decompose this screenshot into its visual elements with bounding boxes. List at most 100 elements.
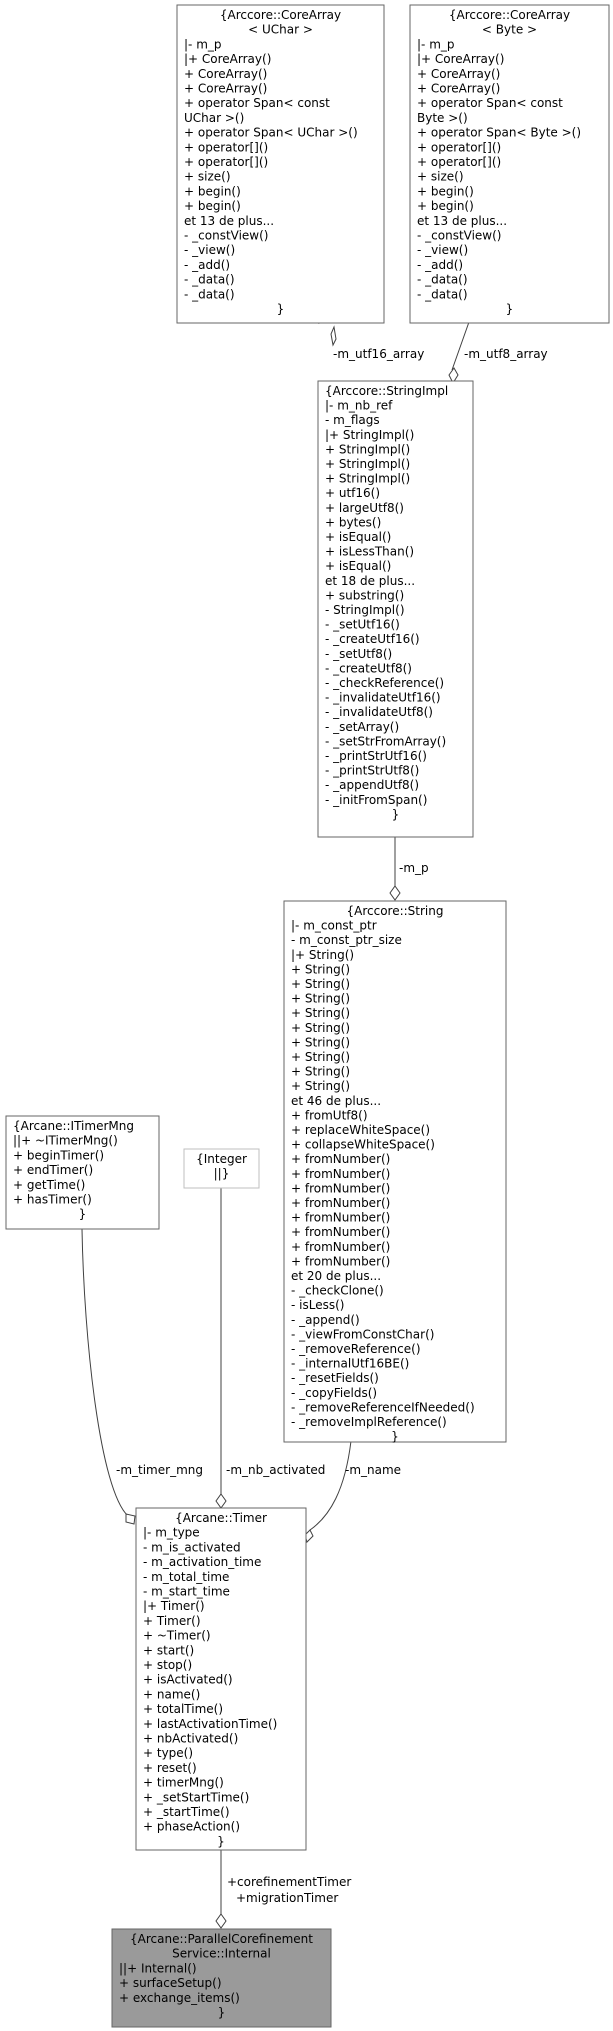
node-line: + operator Span< UChar >() <box>184 126 358 140</box>
node-line: + fromNumber() <box>291 1225 390 1239</box>
node-parallel-corefinement-internal[interactable] <box>111 1928 332 2028</box>
node-core-array-byte[interactable] <box>409 4 610 324</box>
node-line: |- m_p <box>417 37 455 51</box>
node-line: ||} <box>214 1167 230 1181</box>
node-parallel-corefinement-internal-text: {Arcane::ParallelCorefinementService::In… <box>119 1932 313 2020</box>
node-line: + operator Span< Byte >() <box>417 126 581 140</box>
node-line: - _setUtf8() <box>325 647 392 661</box>
node-line: + endTimer() <box>13 1163 93 1177</box>
node-line: - m_flags <box>325 413 380 427</box>
node-line: + String() <box>291 1006 350 1020</box>
node-line: } <box>392 807 400 821</box>
node-line: - _constView() <box>417 229 502 243</box>
node-line: + utf16() <box>325 486 380 500</box>
node-line: - _createUtf8() <box>325 661 412 675</box>
node-line: - m_activation_time <box>143 1555 261 1569</box>
node-line: - _appendUtf8() <box>325 778 419 792</box>
edge-label-utf16-array: -m_utf16_array <box>333 347 424 361</box>
node-line: {Arccore::CoreArray <box>449 8 570 22</box>
node-line: + String() <box>291 1065 350 1079</box>
node-line: + begin() <box>184 199 241 213</box>
node-string[interactable] <box>283 900 507 1443</box>
node-integer[interactable] <box>183 1148 260 1189</box>
aggregation-diamond-timer-mng <box>125 1513 136 1525</box>
aggregation-diamond-name <box>304 1529 314 1543</box>
node-line: + String() <box>291 962 350 976</box>
node-line: + phaseAction() <box>143 1820 240 1834</box>
node-line: |+ Timer() <box>143 1599 205 1613</box>
node-line: - _checkReference() <box>325 676 444 690</box>
edge-utf8-array: -m_utf8_array <box>448 321 548 385</box>
node-itimer-mng-text: {Arcane::ITimerMng||+ ~ITimerMng()+ begi… <box>13 1119 134 1221</box>
node-line: + StringImpl() <box>325 442 410 456</box>
node-line: Service::Internal <box>172 1947 271 1961</box>
node-itimer-mng[interactable] <box>5 1115 160 1230</box>
edge-timer-mng-line <box>81 1228 129 1517</box>
node-line: - StringImpl() <box>325 603 405 617</box>
node-line: - _removeReferenceIfNeeded() <box>291 1400 475 1414</box>
node-line: } <box>217 1834 225 1848</box>
node-line: + String() <box>291 1035 350 1049</box>
node-line: + start() <box>143 1643 194 1657</box>
node-line: - m_is_activated <box>143 1540 241 1554</box>
node-line: et 13 de plus... <box>417 214 507 228</box>
node-line: + collapseWhiteSpace() <box>291 1138 435 1152</box>
node-line: |+ CoreArray() <box>417 52 504 66</box>
node-line: + beginTimer() <box>13 1148 104 1162</box>
node-line: + CoreArray() <box>184 67 267 81</box>
edge-m-p: -m_p <box>389 837 429 901</box>
node-string-impl-text: {Arccore::StringImpl|- m_nb_ref- m_flags… <box>325 384 448 821</box>
node-line: - _add() <box>184 258 230 272</box>
edge-label-timer-mng: -m_timer_mng <box>116 1463 203 1477</box>
node-line: - _view() <box>417 243 468 257</box>
node-line: + operator[]() <box>417 155 501 169</box>
node-line: < UChar > <box>248 23 313 37</box>
edge-timers: +corefinementTimer +migrationTimer <box>215 1850 351 1929</box>
node-line: + _startTime() <box>143 1805 230 1819</box>
node-line: + _setStartTime() <box>143 1790 249 1804</box>
node-line: - _invalidateUtf8() <box>325 705 433 719</box>
edge-label-nb-activated: -m_nb_activated <box>226 1463 325 1477</box>
node-line: } <box>79 1207 87 1221</box>
node-timer-text: {Arcane::Timer|- m_type- m_is_activated-… <box>143 1511 277 1848</box>
node-line: {Arcane::ITimerMng <box>13 1119 134 1133</box>
node-line: + stop() <box>143 1658 192 1672</box>
node-line: - m_start_time <box>143 1585 230 1599</box>
aggregation-diamond-timers <box>215 1913 227 1929</box>
node-line: - _data() <box>417 273 468 287</box>
node-line: et 13 de plus... <box>184 214 274 228</box>
node-line: < Byte > <box>482 23 537 37</box>
node-line: {Arccore::String <box>346 904 443 918</box>
node-line: + String() <box>291 977 350 991</box>
node-string-impl[interactable] <box>317 380 474 838</box>
node-timer[interactable] <box>135 1507 307 1851</box>
node-line: + hasTimer() <box>13 1193 92 1207</box>
node-line: + operator Span< const <box>417 96 563 110</box>
node-line: + operator[]() <box>184 140 268 154</box>
node-line: + Timer() <box>143 1614 201 1628</box>
node-line: - _add() <box>417 258 463 272</box>
node-line: ||+ ~ITimerMng() <box>13 1134 118 1148</box>
node-line: - _checkClone() <box>291 1284 384 1298</box>
edge-label-m-p: -m_p <box>399 861 429 875</box>
node-string-text: {Arccore::String|- m_const_ptr- m_const_… <box>291 904 475 1444</box>
edge-label-name: -m_name <box>345 1463 401 1477</box>
node-line: - _printStrUtf8() <box>325 764 419 778</box>
edge-utf8-line <box>451 321 470 371</box>
node-line: |- m_const_ptr <box>291 919 377 933</box>
node-core-array-uchar[interactable] <box>176 4 385 324</box>
node-line: + fromNumber() <box>291 1211 390 1225</box>
node-line: + fromNumber() <box>291 1196 390 1210</box>
node-line: + nbActivated() <box>143 1732 238 1746</box>
node-line: ||+ Internal() <box>119 1961 197 1975</box>
node-line: - _append() <box>291 1313 360 1327</box>
edge-label-migration-timer: +migrationTimer <box>236 1891 338 1905</box>
node-line: {Arccore::CoreArray <box>220 8 341 22</box>
node-line: } <box>277 302 285 316</box>
node-line: + fromUtf8() <box>291 1108 368 1122</box>
node-line: + fromNumber() <box>291 1240 390 1254</box>
node-line: + replaceWhiteSpace() <box>291 1123 430 1137</box>
node-line: - _printStrUtf16() <box>325 749 427 763</box>
node-line: UChar >() <box>184 111 244 125</box>
